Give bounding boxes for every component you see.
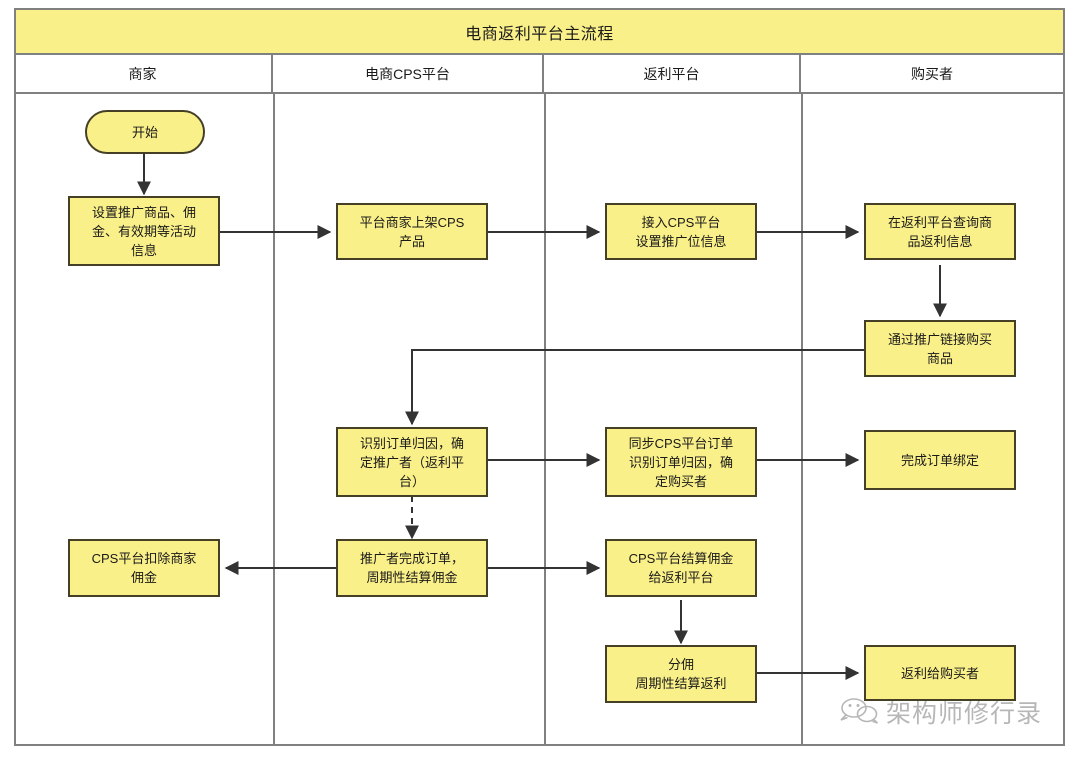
watermark-text: 架构师修行录 — [886, 699, 1043, 728]
lane-header-row: 商家 电商CPS平台 返利平台 购买者 — [14, 55, 1065, 94]
node-attribute[interactable]: 识别订单归因，确 定推广者（返利平 台） — [336, 427, 488, 497]
node-start[interactable]: 开始 — [85, 110, 205, 154]
node-sync[interactable]: 同步CPS平台订单 识别订单归因，确 定购买者 — [605, 427, 757, 497]
watermark: 架构师修行录 — [838, 694, 1042, 730]
node-deduct[interactable]: CPS平台扣除商家 佣金 — [68, 539, 220, 597]
lane-header-buyer: 购买者 — [911, 65, 953, 82]
node-rebate-buyer[interactable]: 返利给购买者 — [864, 645, 1016, 701]
node-settle[interactable]: 推广者完成订单， 周期性结算佣金 — [336, 539, 488, 597]
lane-header-rebate: 返利平台 — [544, 55, 801, 92]
node-setup[interactable]: 设置推广商品、佣 金、有效期等活动 信息 — [68, 196, 220, 266]
lane-divider-2 — [544, 94, 546, 746]
node-connect[interactable]: 接入CPS平台 设置推广位信息 — [605, 203, 757, 260]
node-payout[interactable]: CPS平台结算佣金 给返利平台 — [605, 539, 757, 597]
node-split[interactable]: 分佣 周期性结算返利 — [605, 645, 757, 703]
node-bind[interactable]: 完成订单绑定 — [864, 430, 1016, 490]
lane-header-cps: 电商CPS平台 — [273, 55, 544, 92]
node-purchase[interactable]: 通过推广链接购买 商品 — [864, 320, 1016, 377]
lane-divider-3 — [801, 94, 803, 746]
wechat-icon — [838, 695, 880, 730]
node-query[interactable]: 在返利平台查询商 品返利信息 — [864, 203, 1016, 260]
lane-divider-1 — [273, 94, 275, 746]
diagram-title: 电商返利平台主流程 — [14, 8, 1065, 55]
lane-header-merchant: 商家 — [14, 55, 273, 92]
node-listing[interactable]: 平台商家上架CPS 产品 — [336, 203, 488, 260]
